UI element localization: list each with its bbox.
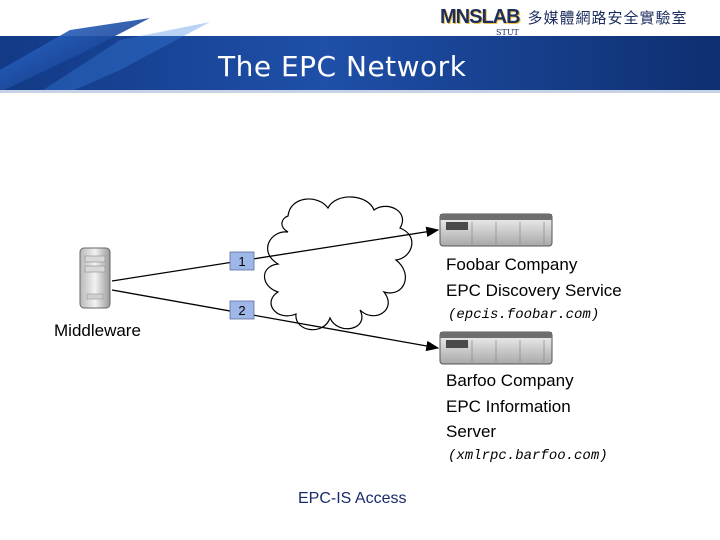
logo-sub: STUT	[496, 28, 519, 37]
step-badge-1: 1	[229, 251, 255, 271]
barfoo-name-label: Barfoo Company	[446, 371, 574, 390]
epc-network-diagram: Middleware 1 2 Foobar Company EPC Discov…	[38, 186, 688, 464]
logo-chinese-name: 多媒體網路安全實驗室	[527, 9, 688, 27]
discovery-server-icon	[439, 213, 553, 247]
slide-header: MNSLAB STUT 多媒體網路安全實驗室 The EPC Network	[0, 0, 720, 95]
foobar-service-label: EPC Discovery Service	[446, 281, 622, 300]
barfoo-host-label: (xmlrpc.barfoo.com)	[448, 448, 608, 464]
slide-title: The EPC Network	[218, 50, 467, 83]
network-cloud-icon	[263, 196, 413, 331]
logo-mark: MNSLAB	[440, 6, 521, 28]
foobar-host-label: (epcis.foobar.com)	[448, 307, 599, 323]
header-banner	[0, 18, 720, 93]
slide-caption: EPC-IS Access	[298, 490, 407, 507]
step-badge-2: 2	[229, 300, 255, 320]
arrow-to-information-server	[111, 289, 440, 352]
information-server-icon	[439, 331, 553, 365]
barfoo-service-label: EPC Information	[446, 397, 571, 416]
barfoo-service-label-2: Server	[446, 422, 496, 441]
middleware-label: Middleware	[54, 321, 141, 340]
lab-logo: MNSLAB STUT 多媒體網路安全實驗室	[440, 6, 688, 37]
step-2-label: 2	[238, 303, 245, 318]
middleware-computer-icon	[79, 247, 111, 309]
foobar-name-label: Foobar Company	[446, 255, 578, 274]
diagram-panel: Middleware 1 2 Foobar Company EPC Discov…	[38, 186, 688, 464]
arrow-to-discovery-service	[111, 226, 440, 282]
step-1-label: 1	[238, 254, 245, 269]
